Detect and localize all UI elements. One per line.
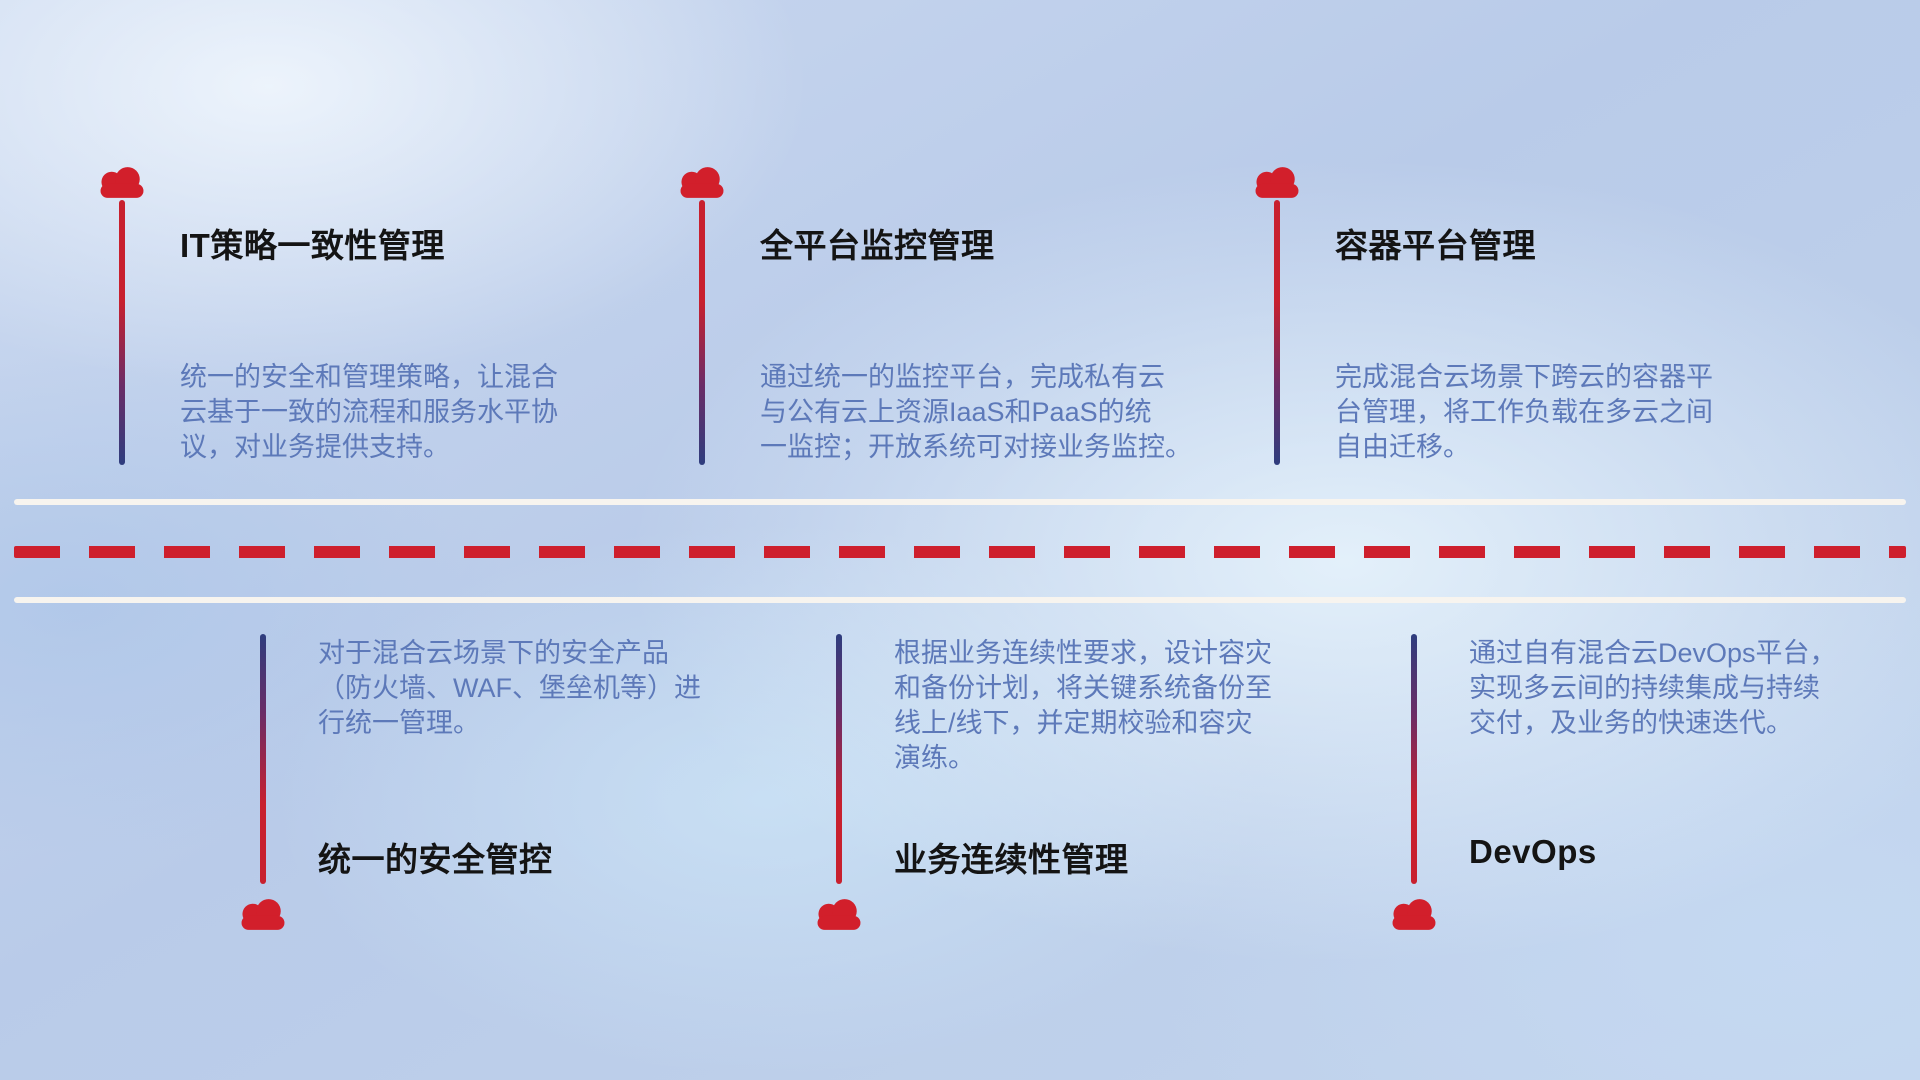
item-title: 统一的安全管控 xyxy=(318,841,553,878)
item-title: 业务连续性管理 xyxy=(894,841,1129,878)
cloud-icon xyxy=(817,899,861,930)
item-description: 根据业务连续性要求，设计容灾 和备份计划，将关键系统备份至 线上/线下，并定期校… xyxy=(894,638,1272,773)
item-title: DevOps xyxy=(1469,833,1597,870)
connector-line xyxy=(1411,634,1417,884)
cloud-icon xyxy=(100,167,144,198)
item-description: 完成混合云场景下跨云的容器平 台管理，将工作负载在多云之间 自由迁移。 xyxy=(1335,362,1713,462)
connector-line xyxy=(1274,200,1280,465)
road-top-line xyxy=(14,499,1906,505)
connector-line xyxy=(260,634,266,884)
road-bottom-line xyxy=(14,597,1906,603)
connector-line xyxy=(119,200,125,465)
connector-line xyxy=(836,634,842,884)
item-description: 通过自有混合云DevOps平台， 实现多云间的持续集成与持续 交付，及业务的快速… xyxy=(1469,638,1837,738)
item-title: 全平台监控管理 xyxy=(760,227,995,264)
cloud-icon xyxy=(241,899,285,930)
connector-line xyxy=(699,200,705,465)
cloud-icon xyxy=(1255,167,1299,198)
item-description: 通过统一的监控平台，完成私有云 与公有云上资源IaaS和PaaS的统 一监控；开… xyxy=(760,362,1192,462)
item-title: IT策略一致性管理 xyxy=(180,227,445,264)
road-dashed-centerline xyxy=(14,546,1906,558)
item-title: 容器平台管理 xyxy=(1335,227,1536,264)
cloud-icon xyxy=(680,167,724,198)
item-description: 对于混合云场景下的安全产品 （防火墙、WAF、堡垒机等）进 行统一管理。 xyxy=(318,638,701,738)
item-description: 统一的安全和管理策略，让混合 云基于一致的流程和服务水平协 议，对业务提供支持。 xyxy=(180,362,558,462)
cloud-icon xyxy=(1392,899,1436,930)
